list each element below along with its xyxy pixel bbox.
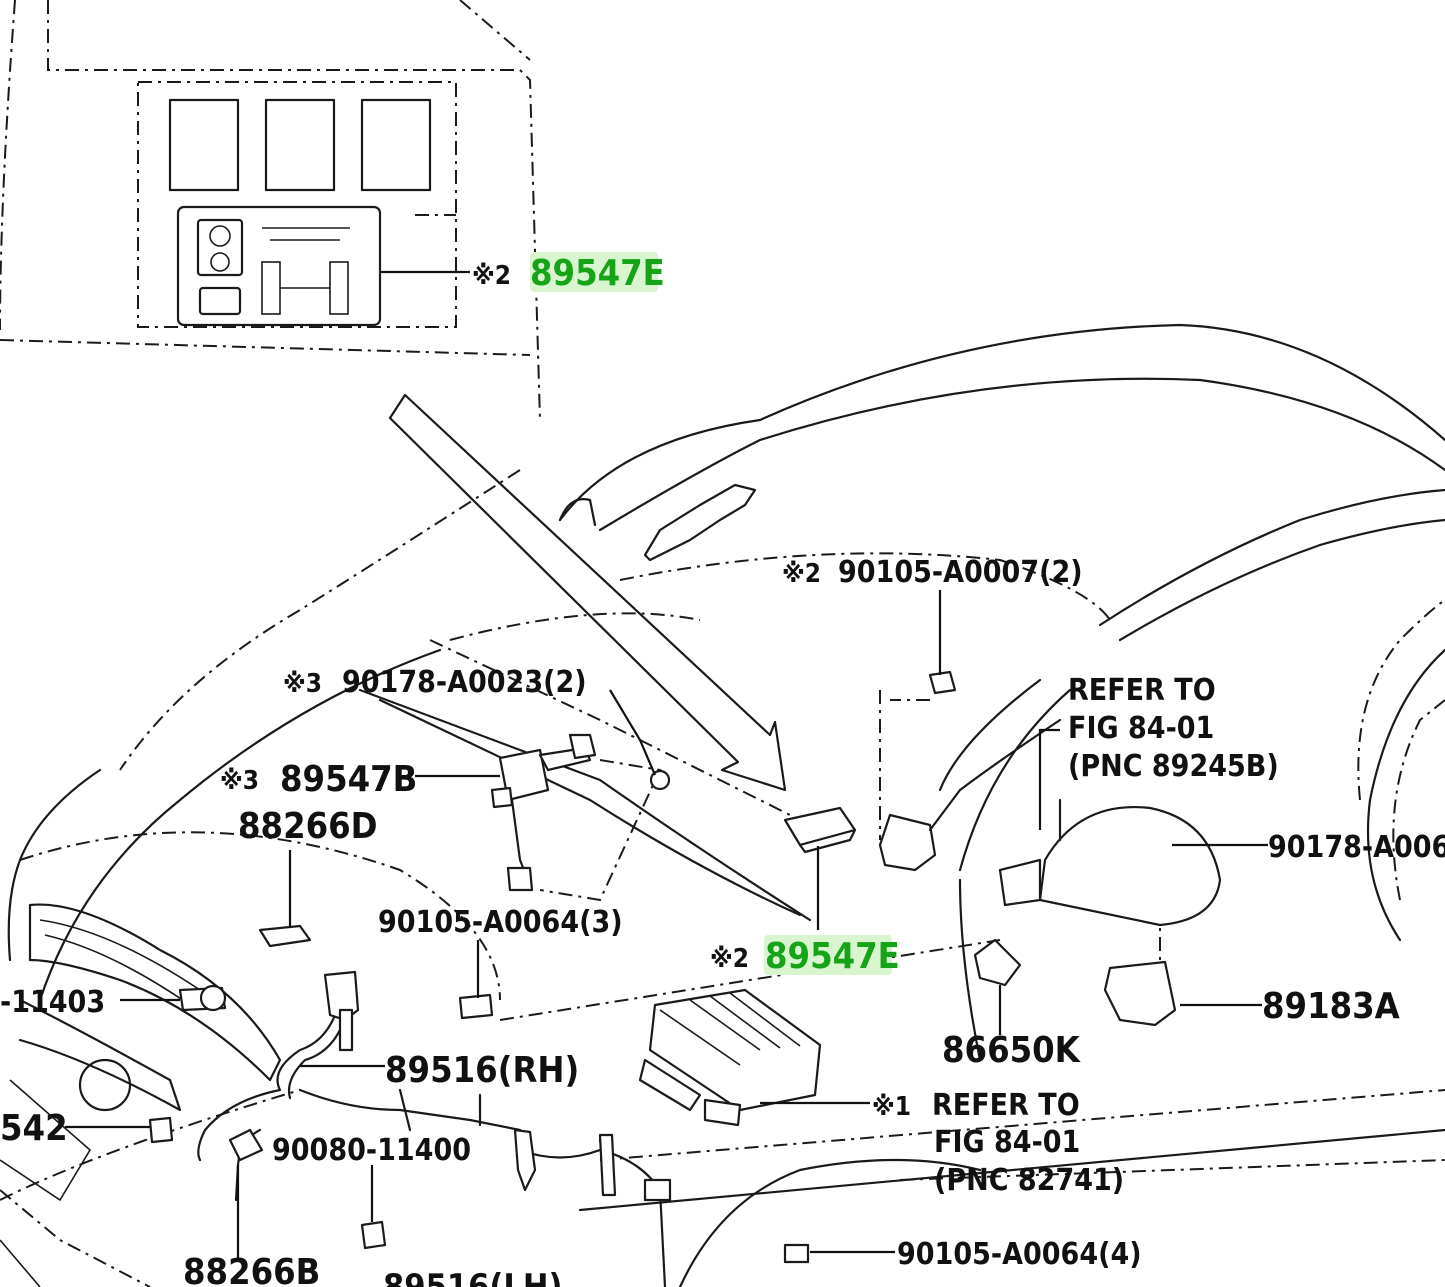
view-arrow — [388, 393, 787, 792]
refer-bottom-line1: REFER TO — [932, 1088, 1080, 1123]
labels: ※2 89547E ※2 90105-A0007(2) ※3 90178-A00… — [0, 253, 1445, 1287]
bolt-left-edge-part-number[interactable]: -11403 — [0, 985, 105, 1020]
bolt-mid-part-number[interactable]: 90105-A0064(3) — [378, 905, 623, 940]
highlights — [530, 252, 892, 975]
sensor-e-part-number[interactable]: 89547E — [765, 936, 900, 977]
front-grille — [0, 903, 282, 1287]
part-88266b[interactable]: 88266B — [183, 1252, 320, 1287]
part-88266d[interactable]: 88266D — [238, 806, 378, 847]
refer-top-line3[interactable]: (PNC 89245B) — [1068, 749, 1279, 784]
part-89183a[interactable]: 89183A — [1262, 986, 1400, 1027]
wire-harness — [197, 970, 672, 1287]
switch-panel-prefix: ※2 — [472, 261, 511, 291]
sensor-e-prefix: ※2 — [710, 944, 749, 974]
sensor-b-prefix: ※3 — [220, 766, 259, 796]
refer-bottom-prefix: ※1 — [872, 1092, 911, 1122]
harness-rh-part-number[interactable]: 89516(RH) — [385, 1050, 579, 1091]
components — [148, 670, 1222, 1264]
part-86650k[interactable]: 86650K — [942, 1030, 1082, 1071]
sensor-b-part-number[interactable]: 89547B — [280, 759, 417, 800]
bolt-left-part-number[interactable]: 90178-A0023(2) — [342, 665, 587, 700]
bolt-top-part-number[interactable]: 90105-A0007(2) — [838, 555, 1083, 590]
switch-panel-part-number[interactable]: 89547E — [530, 253, 665, 294]
refer-top-line2[interactable]: FIG 84-01 — [1068, 711, 1214, 746]
refer-bottom-line3[interactable]: (PNC 82741) — [934, 1163, 1124, 1198]
bolt-left-prefix: ※3 — [283, 669, 322, 699]
harness-lh-part-number[interactable]: 89516(LH) — [383, 1267, 562, 1287]
leader-lines — [65, 590, 1268, 1258]
bolt-90080-part-number[interactable]: 90080-11400 — [272, 1133, 471, 1168]
bolt-top-prefix: ※2 — [782, 559, 821, 589]
refer-top-line1: REFER TO — [1068, 673, 1216, 708]
part-542[interactable]: 542 — [0, 1108, 68, 1149]
bolt-right-part-number[interactable]: 90178-A006 — [1268, 830, 1445, 865]
vehicle-body — [0, 323, 1445, 1287]
bolt-bottom-part-number[interactable]: 90105-A0064(4) — [897, 1237, 1142, 1272]
switch-panel-inset — [0, 0, 541, 421]
refer-bottom-line2[interactable]: FIG 84-01 — [934, 1125, 1080, 1160]
